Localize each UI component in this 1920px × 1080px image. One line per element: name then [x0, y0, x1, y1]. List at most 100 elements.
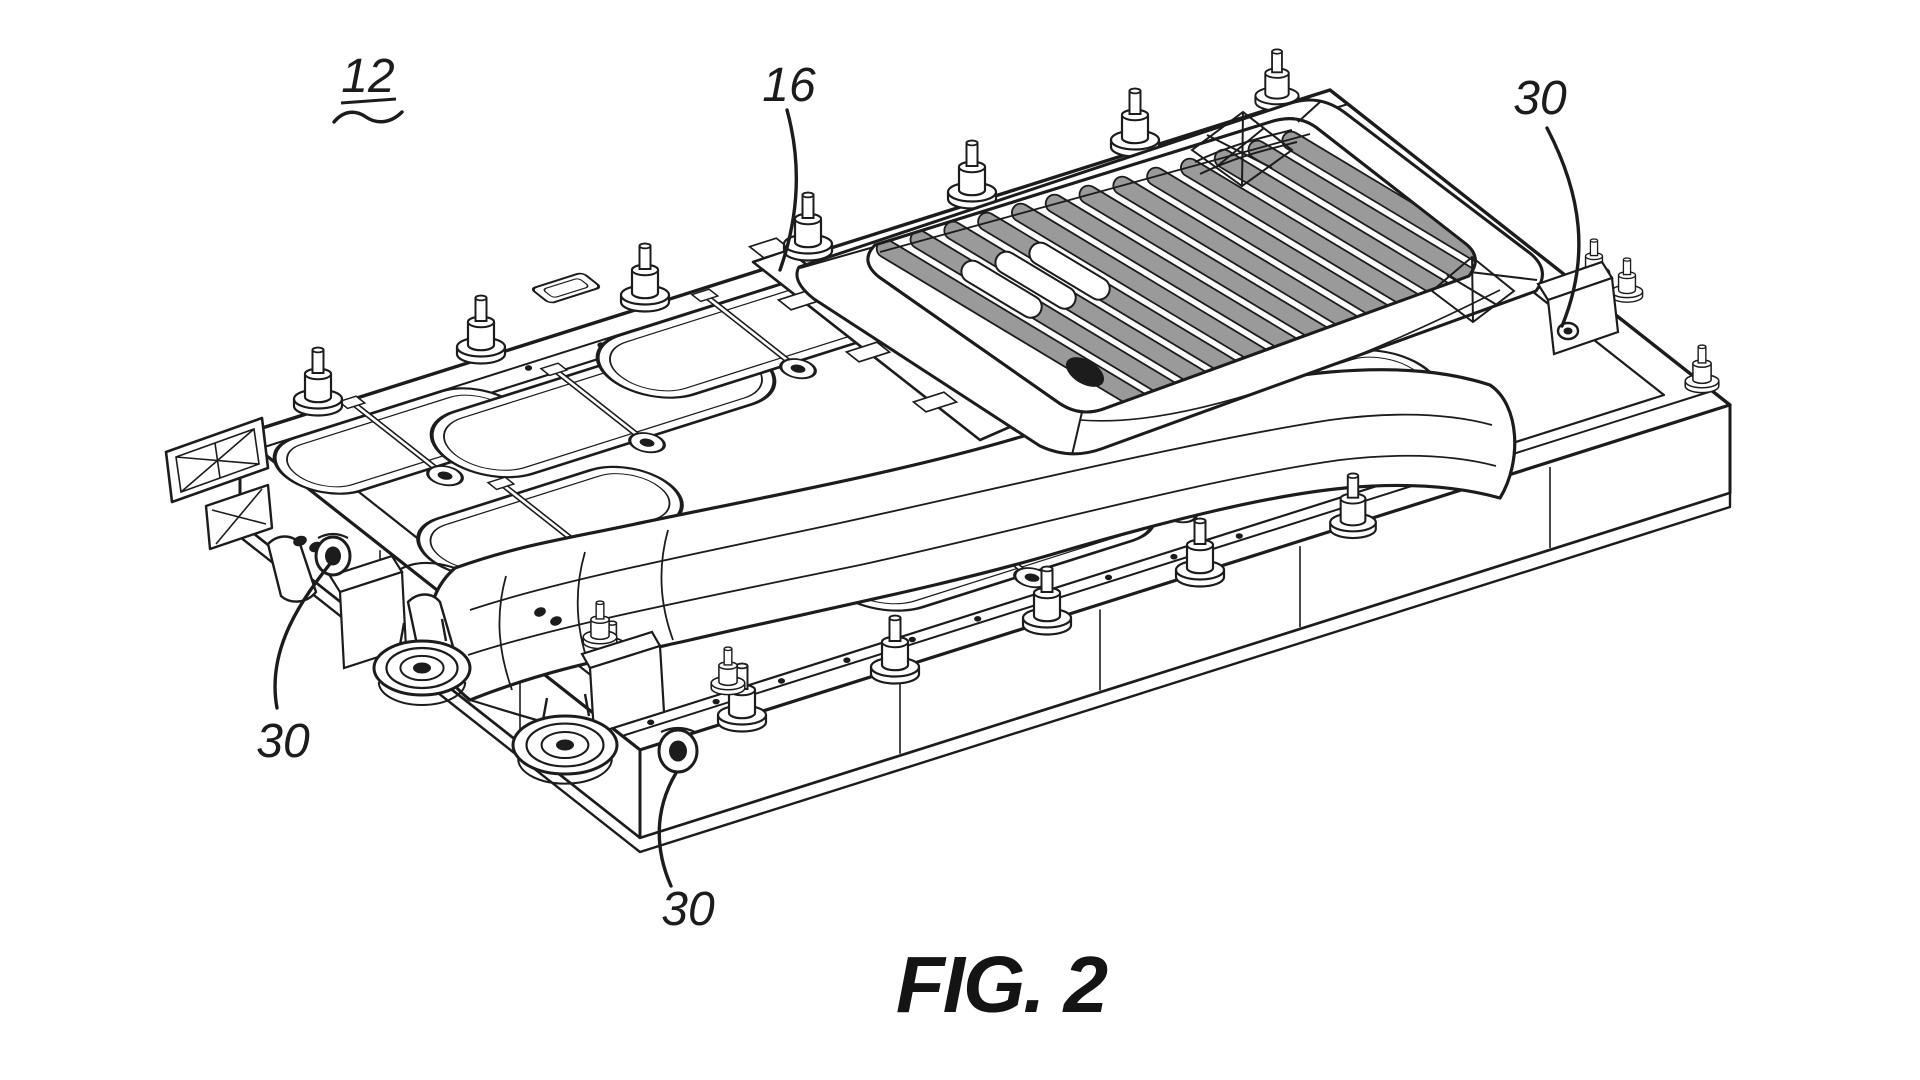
drawing-shape: [669, 740, 687, 762]
ref-label-30-bottom-left: 30: [256, 715, 310, 768]
post-stem-cap: [1271, 48, 1283, 55]
foot-mid-ring: [525, 722, 605, 768]
bolt-dot: [974, 616, 982, 622]
drawing-shape: [660, 726, 696, 734]
rod-end-center: [1024, 573, 1040, 582]
bolt-dot: [843, 657, 851, 664]
bolt-dot: [647, 719, 655, 726]
tie-rod-highlight: [555, 371, 644, 440]
drawing-shape: [879, 133, 1311, 253]
drawing-shape: [531, 272, 601, 304]
post-stem-cap: [595, 600, 605, 606]
leader-line-16: [778, 108, 798, 272]
rib-gap-slot: [960, 259, 1043, 319]
post-stem-cap: [735, 662, 749, 670]
cooling-rib-bar: [1281, 130, 1476, 412]
foot-hub: [556, 739, 574, 751]
leader-lines: [273, 108, 1581, 888]
mounting-post: [710, 646, 746, 696]
post-stem-cap: [723, 646, 733, 652]
post-stem-cap: [965, 139, 979, 147]
wing-bracket: [266, 535, 318, 603]
rail-bracket: [911, 391, 959, 413]
post-stem-cap: [801, 191, 815, 199]
foot-mid-ring: [385, 646, 459, 690]
mounting-post: [1329, 472, 1377, 540]
post-stem-cap: [1346, 472, 1360, 479]
drawing-shape: [1194, 129, 1293, 163]
mounting-feet: [372, 618, 619, 785]
cooling-rib: [1247, 139, 1476, 412]
frame-rail-tubes: [164, 416, 274, 551]
drawing-shape: [214, 442, 221, 479]
ref-12-tilde: [332, 110, 404, 124]
cover-corner-webbing-back: [1190, 110, 1294, 188]
cover-vent-slot: [1065, 357, 1105, 387]
drawing-shape: [498, 575, 513, 691]
post-stem-cap: [1697, 344, 1707, 350]
leader-line-30-bottom-left: [273, 558, 335, 710]
post-stem-cap: [474, 294, 488, 302]
rod-bracket: [337, 395, 367, 410]
cover-harness-wires: [1194, 129, 1298, 175]
mounting-foot: [511, 693, 619, 785]
tie-rod-highlight: [353, 404, 442, 473]
ref-label-16: 16: [762, 59, 816, 112]
drawing-shape: [467, 454, 1497, 656]
post-stem-cap: [1040, 565, 1054, 573]
rail-bracket-face: [844, 341, 892, 363]
rod-bracket: [486, 476, 516, 491]
rod-bracket: [539, 362, 569, 377]
rib-gap: [994, 250, 1077, 310]
bolt-dot: [712, 698, 720, 705]
mounting-post: [619, 242, 671, 313]
drawing-shape: [1071, 411, 1083, 456]
drawing-shape: [317, 532, 349, 539]
front-wall-fittings: [534, 607, 666, 736]
rib-gap-slot: [1028, 241, 1111, 301]
foot-inner-ring: [540, 730, 590, 760]
drawing-shape: [799, 246, 875, 269]
leader-line-30-bottom-center: [657, 771, 678, 888]
ref-label-12: 12: [341, 50, 394, 103]
cover-access-pad: [531, 272, 601, 304]
cooling-rib: [1281, 130, 1476, 412]
mounting-post: [1610, 257, 1644, 303]
rod-bracket: [690, 288, 720, 303]
rail-bracket: [844, 341, 892, 363]
drawing-shape: [1297, 101, 1321, 123]
connector-port-front: [657, 726, 699, 774]
post-stem-cap: [1622, 257, 1632, 262]
tie-rod-highlight: [706, 297, 795, 366]
figure-caption: FIG. 2: [896, 940, 1108, 1029]
drawing-shape: [660, 529, 674, 641]
drawing-shape: [543, 278, 589, 298]
foot-hub: [413, 662, 431, 674]
mounting-post: [582, 600, 618, 650]
mounting-post: [869, 614, 921, 685]
bolt-dot: [777, 678, 786, 684]
rib-gap: [960, 259, 1043, 319]
rail-bracket-face: [911, 391, 959, 413]
foot-shadow-arc: [517, 758, 613, 785]
foot-stem: [541, 693, 591, 721]
drawing-shape: [1563, 327, 1573, 335]
drawing-shape: [550, 616, 562, 626]
drawing-shape: [325, 546, 341, 566]
mounting-posts: [292, 48, 1720, 733]
post-stem-cap: [1193, 517, 1207, 525]
bolt-dot: [908, 636, 916, 643]
ref-12-underline: [340, 97, 397, 105]
mounting-post: [946, 139, 998, 210]
ref-label-30-top-right: 30: [1513, 72, 1567, 125]
leader-line-30-top-right: [1545, 126, 1581, 328]
mounting-post: [1021, 565, 1073, 636]
post-stem-cap: [311, 346, 325, 354]
drawing-shape: [1190, 110, 1294, 188]
drawing-shape: [1430, 255, 1516, 324]
mounting-post: [1684, 344, 1720, 394]
bolt-dot: [1235, 533, 1243, 539]
post-stem-cap: [1589, 238, 1599, 243]
drawing-shape: [293, 535, 307, 547]
